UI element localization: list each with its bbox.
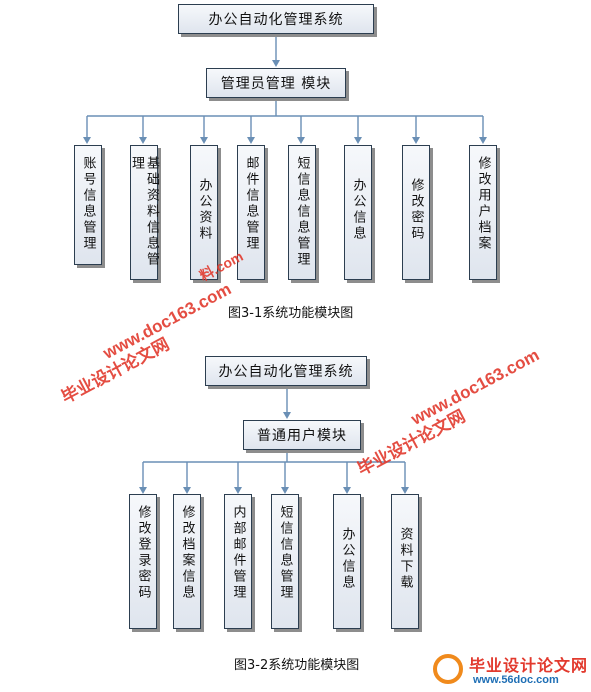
logo-cn-text: 毕业设计论文网 [469,658,589,675]
d2-module-node: 普通用户模块 [243,420,361,450]
d1-leaf-basic-data: 基础资料信息管理 [129,145,159,280]
d2-leaf-profile-info: 修改档案信息 [173,494,201,629]
d1-caption: 图3-1系统功能模块图 [228,306,354,321]
d2-leaf-sms: 短信信息管理 [271,494,299,629]
logo-url-text: www.56doc.com [473,674,559,686]
d1-leaf-office-data: 办公资料 [190,145,218,280]
d2-leaf-login-password: 修改登录密码 [129,494,157,629]
d2-leaf-office-info: 办公信息 [333,494,361,629]
d1-leaf-account: 账号信息管理 [74,145,102,265]
d1-leaf-change-password: 修改密码 [402,145,430,280]
d1-root-node: 办公自动化管理系统 [178,4,374,34]
d2-leaf-internal-mail: 内部邮件管理 [224,494,252,629]
site-logo: 毕业设计论文网 www.56doc.com [433,650,588,690]
d1-leaf-sms: 短信息信息管理 [288,145,316,280]
d2-root-node: 办公自动化管理系统 [205,356,367,386]
d1-leaf-mail: 邮件信息管理 [237,145,265,280]
d1-module-node: 管理员管理 模块 [206,68,346,98]
d2-leaf-download: 资料下载 [391,494,419,629]
d2-caption: 图3-2系统功能模块图 [234,658,360,673]
d1-leaf-office-info: 办公信息 [344,145,372,280]
d1-leaf-user-profile: 修改用户档案 [469,145,497,280]
logo-ring-icon [433,654,463,684]
